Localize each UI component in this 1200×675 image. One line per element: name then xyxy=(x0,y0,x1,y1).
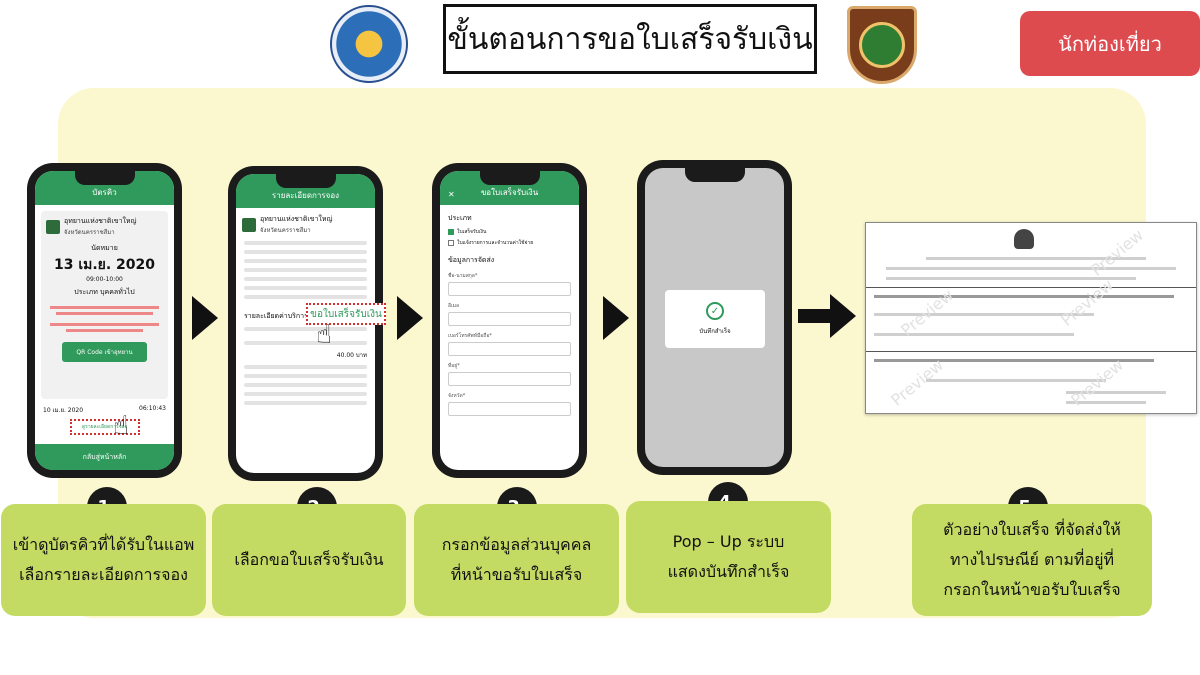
field-phone-label: เบอร์โทรศัพท์มือถือ* xyxy=(448,333,492,339)
arrow-right-icon xyxy=(798,309,832,323)
step-2-caption: เลือกขอใบเสร็จรับเงิน xyxy=(212,504,406,616)
field-name-label: ชื่อ-นามสกุล* xyxy=(448,273,478,279)
national-park-logo xyxy=(847,6,917,84)
step-3-caption: กรอกข้อมูลส่วนบุคคลที่หน้าขอรับใบเสร็จ xyxy=(414,504,619,616)
tourist-button[interactable]: นักท่องเที่ยว xyxy=(1020,11,1200,76)
back-home-button[interactable]: กลับสู่หน้าหลัก xyxy=(35,444,174,470)
qr-code-button[interactable]: QR Code เข้าอุทยาน xyxy=(62,342,147,362)
sample-receipt: Preview Preview Preview Preview Preview xyxy=(865,222,1197,414)
garuda-emblem-icon xyxy=(1014,229,1034,249)
close-icon[interactable]: ✕ xyxy=(448,190,455,199)
service-amount: 40.00 บาท xyxy=(336,352,367,359)
pointer-hand-icon: ☝ xyxy=(316,320,332,350)
booking-detail-link[interactable]: ดูรายละเอียดการจอง xyxy=(69,419,140,435)
field-province-label: จังหวัด* xyxy=(448,393,466,399)
park-icon xyxy=(242,217,256,232)
park-icon xyxy=(46,219,60,234)
phone-queue-ticket: บัตรคิว อุทยานแห่งชาติเขาใหญ่ จังหวัดนคร… xyxy=(27,163,182,478)
popup-text: บันทึกสำเร็จ xyxy=(699,328,731,335)
phone-input[interactable] xyxy=(448,342,571,356)
email-input[interactable] xyxy=(448,312,571,326)
step-4-caption: Pop – Up ระบบแสดงบันทึกสำเร็จ xyxy=(626,501,831,613)
address-input[interactable] xyxy=(448,372,571,386)
visitor-type: ประเภท บุคคลทั่วไป xyxy=(74,288,135,296)
step-1-caption: เข้าดูบัตรคิวที่ได้รับในแอพเลือกรายละเอี… xyxy=(1,504,206,616)
appointment-time: 09:00-10:00 xyxy=(86,276,123,283)
government-seal-logo xyxy=(330,5,408,83)
service-detail-heading: รายละเอียดค่าบริการ xyxy=(244,312,308,320)
checkbox-icon[interactable] xyxy=(448,240,454,246)
phone2-park-name: อุทยานแห่งชาติเขาใหญ่ xyxy=(260,215,333,223)
appointment-label: นัดหมาย xyxy=(91,244,118,252)
checkbox-checked-icon[interactable] xyxy=(448,229,454,235)
check-circle-icon: ✓ xyxy=(706,302,724,320)
arrow-right-icon xyxy=(397,296,423,340)
province-select[interactable] xyxy=(448,402,571,416)
option-receipt: ใบเสร็จรับเงิน xyxy=(457,229,487,235)
step-5-caption: ตัวอย่างใบเสร็จ ที่จัดส่งให้ทางไปรษณีย์ … xyxy=(912,504,1152,616)
phone-success-popup: ✓ บันทึกสำเร็จ xyxy=(637,160,792,475)
phone1-province: จังหวัดนครราชสีมา xyxy=(64,229,115,236)
field-email-label: อีเมล xyxy=(448,303,460,309)
phone-receipt-form: ✕ ขอใบเสร็จรับเงิน ประเภท ใบเสร็จรับเงิน… xyxy=(432,163,587,478)
request-receipt-button[interactable]: ขอใบเสร็จรับเงิน xyxy=(306,303,386,325)
appointment-date: 13 เม.ย. 2020 xyxy=(53,257,156,273)
name-input[interactable] xyxy=(448,282,571,296)
receipt-type-label: ประเภท xyxy=(448,214,472,222)
field-address-label: ที่อยู่* xyxy=(448,363,460,369)
shipping-info-label: ข้อมูลการจัดส่ง xyxy=(448,256,495,264)
phone1-park-name: อุทยานแห่งชาติเขาใหญ่ xyxy=(64,217,137,225)
page-title: ขั้นตอนการขอใบเสร็จรับเงิน xyxy=(443,4,817,74)
arrow-right-icon xyxy=(603,296,629,340)
booking-date: 10 เม.ย. 2020 xyxy=(43,407,84,414)
pointer-hand-icon: ☝ xyxy=(113,411,129,441)
phone3-header: ขอใบเสร็จรับเงิน xyxy=(480,188,539,197)
arrow-right-icon xyxy=(192,296,218,340)
success-popup: ✓ บันทึกสำเร็จ xyxy=(665,290,765,348)
phone2-province: จังหวัดนครราชสีมา xyxy=(260,227,311,234)
option-invoice: ใบแจ้งรายการและจำนวนค่าใช้จ่าย xyxy=(457,240,534,246)
booking-time: 06:10:43 xyxy=(139,405,166,412)
